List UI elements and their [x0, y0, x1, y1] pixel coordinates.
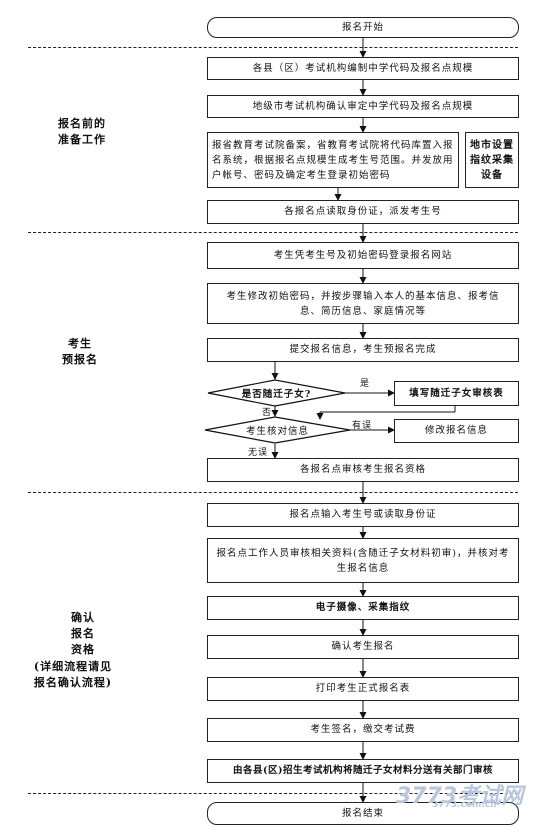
start-terminal: 报名开始 — [207, 17, 519, 38]
watermark-logo: 3773考试网 — [396, 784, 524, 809]
step-photo-fingerprint: 电子摄像、采集指纹 — [207, 596, 519, 620]
step-print-form: 打印考生正式报名表 — [207, 677, 519, 701]
watermark-url: 3773.com.cn — [432, 800, 497, 810]
branch-label-error: 有误 — [352, 421, 373, 431]
step-county-compile-codes: 各县（区）考试机构编制中学代码及报名点规模 — [207, 57, 519, 80]
step-input-exam-number: 报名点输入考生号或读取身份证 — [207, 503, 519, 527]
step-modify-info: 修改报名信息 — [394, 419, 519, 443]
section-label-confirm: 确认 报名 资格 — [71, 611, 95, 656]
step-enter-info: 考生修改初始密码，并按步骤输入本人的基本信息、报考信息、简历信息、家庭情况等 — [207, 283, 519, 324]
section-divider — [28, 492, 518, 493]
branch-label-ok: 无误 — [248, 448, 269, 458]
section-divider — [28, 793, 518, 794]
step-read-id-card: 各报名点读取身份证，派发考生号 — [207, 200, 519, 224]
section-label-prep: 报名前的 准备工作 — [58, 117, 106, 146]
step-submit-info: 提交报名信息，考生预报名完成 — [207, 338, 519, 362]
step-sign-pay: 考生签名，缴交考试费 — [207, 718, 519, 742]
step-migrant-form: 填写随迁子女审核表 — [394, 381, 519, 406]
step-login-website: 考生凭考生号及初始密码登录报名网站 — [207, 242, 519, 269]
step-fingerprint-device: 地市设置指纹采集设备 — [465, 132, 519, 188]
section-divider — [28, 47, 518, 48]
section-label-pre-registration: 考生 预报名 — [62, 337, 98, 366]
step-province-record: 报省教育考试院备案，省教育考试院将代码库置入报名系统，根据报名点规模生成考生号范… — [207, 132, 459, 188]
end-terminal: 报名结束 — [207, 802, 519, 825]
step-send-migrant-materials: 由各县(区)招生考试机构将随迁子女材料分送有关部门审核 — [207, 759, 519, 783]
section-divider — [28, 232, 518, 233]
decision-check-label: 考生核对信息 — [245, 426, 309, 437]
step-review-eligibility: 各报名点审核考生报名资格 — [207, 458, 519, 482]
section-note-confirm: (详细流程请见 报名确认流程) — [33, 660, 113, 689]
branch-label-yes: 是 — [360, 379, 371, 389]
step-city-confirm-codes: 地级市考试机构确认审定中学代码及报名点规模 — [207, 95, 519, 118]
branch-label-no: 否 — [262, 408, 273, 418]
step-confirm-registration: 确认考生报名 — [207, 635, 519, 659]
decision-diamond-check — [204, 416, 351, 444]
step-staff-review: 报名点工作人员审核相关资料(含随迁子女材料初审)，并核对考生报名信息 — [207, 538, 519, 583]
decision-diamond-migrant — [207, 379, 346, 407]
decision-migrant-label: 是否随迁子女? — [241, 389, 312, 400]
